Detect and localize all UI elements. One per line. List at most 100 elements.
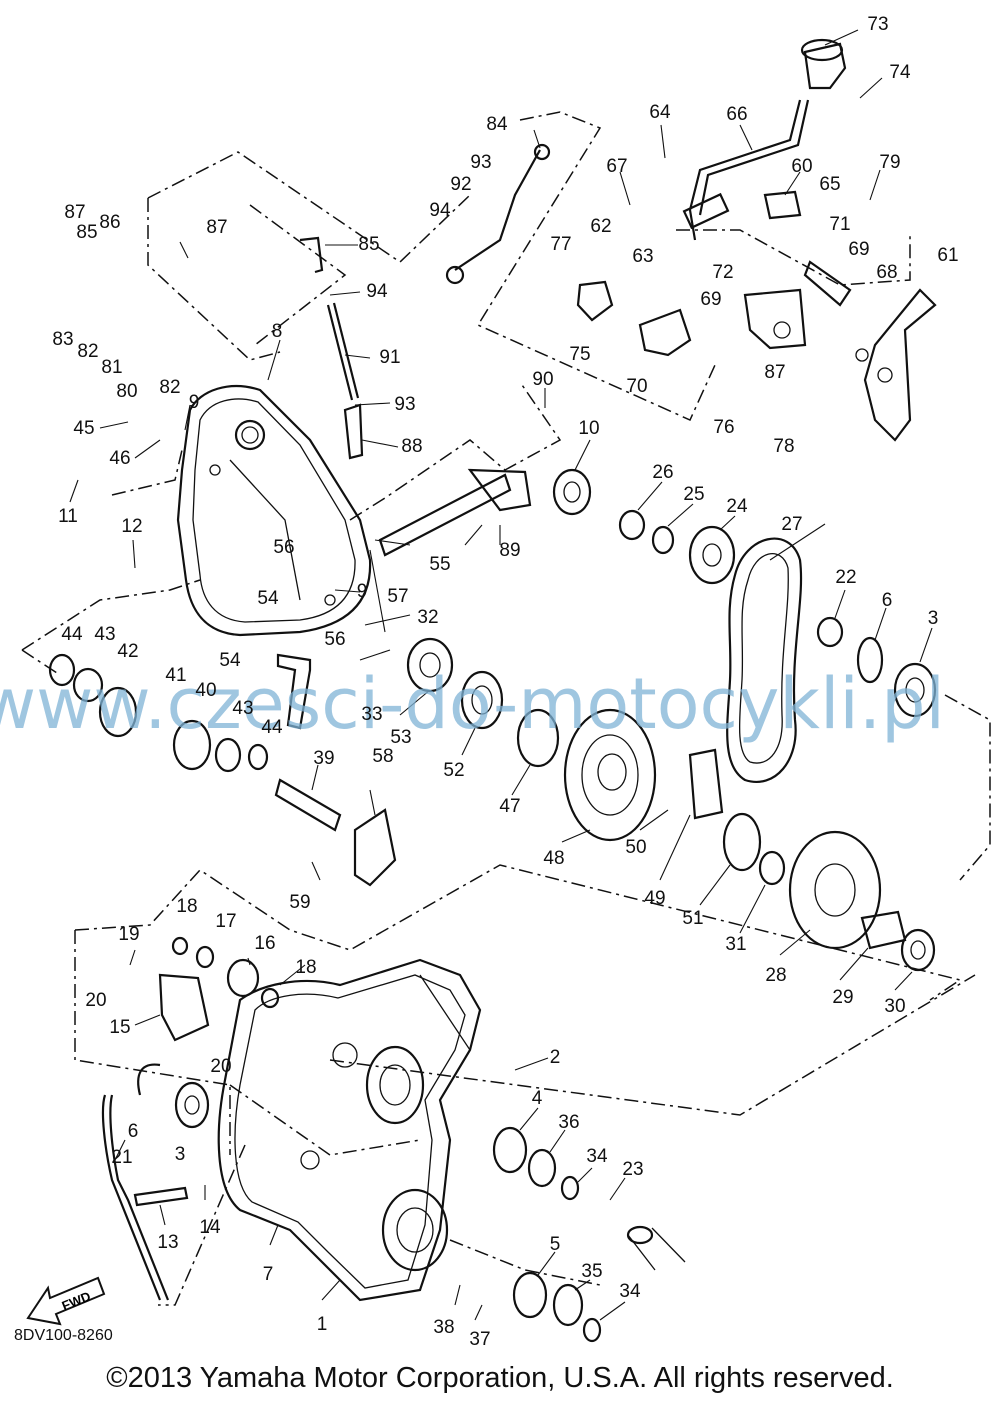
- part-number-label: 89: [499, 540, 520, 561]
- part-number-label: 87: [206, 217, 227, 238]
- part-number-label: 9: [189, 392, 200, 413]
- part-number-label: 2: [550, 1047, 561, 1068]
- part-number-label: 56: [273, 537, 294, 558]
- part-number-label: 41: [165, 665, 186, 686]
- part-number-label: 29: [832, 987, 853, 1008]
- copyright-notice: ©2013 Yamaha Motor Corporation, U.S.A. A…: [106, 1362, 894, 1394]
- part-number-label: 84: [486, 114, 508, 135]
- part-number-label: 34: [586, 1146, 608, 1167]
- part-number-label: 65: [819, 174, 840, 195]
- part-number-label: 64: [649, 102, 671, 123]
- part-number-label: 83: [52, 329, 73, 350]
- part-number-label: 3: [928, 608, 939, 629]
- part-number-label: 4: [532, 1088, 543, 1109]
- part-number-label: 27: [781, 514, 802, 535]
- part-number-label: 18: [295, 957, 316, 978]
- part-number-label: 17: [215, 911, 236, 932]
- part-number-label: 34: [619, 1281, 641, 1302]
- gear-and-bearing-parts: [48, 468, 937, 972]
- part-number-label: 87: [764, 362, 785, 383]
- part-number-label: 94: [366, 281, 388, 302]
- part-number-label: 85: [358, 234, 379, 255]
- part-number-label: 45: [73, 418, 94, 439]
- part-number-label: 10: [578, 418, 599, 439]
- part-number-label: 48: [543, 848, 564, 869]
- assembly-boundary-lines: [21, 111, 991, 1306]
- part-number-label: 69: [848, 239, 869, 260]
- part-number-label: 57: [387, 586, 408, 607]
- part-number-label: 73: [867, 14, 888, 35]
- part-number-label: 14: [199, 1217, 221, 1238]
- part-number-label: 39: [313, 748, 334, 769]
- part-number-label: 44: [61, 624, 83, 645]
- part-number-label: 69: [700, 289, 721, 310]
- part-number-label: 20: [85, 990, 106, 1011]
- crankcase-cover: [176, 385, 372, 637]
- part-number-label: 68: [876, 262, 897, 283]
- part-number-label: 1: [317, 1314, 328, 1335]
- part-number-label: 40: [195, 680, 216, 701]
- part-number-label: 91: [379, 347, 400, 368]
- part-number-label: 37: [469, 1329, 490, 1350]
- part-number-label: 50: [625, 837, 646, 858]
- part-number-label: 93: [470, 152, 491, 173]
- part-number-label: 82: [77, 341, 98, 362]
- part-number-label: 20: [210, 1056, 231, 1077]
- part-number-label: 85: [76, 222, 97, 243]
- part-number-label: 81: [101, 357, 122, 378]
- linkage-rods: [299, 143, 551, 557]
- drive-belt: [726, 537, 803, 783]
- part-number-label: 59: [289, 892, 310, 913]
- diagram-code: 8DV100-8260: [14, 1327, 113, 1344]
- part-number-label: 74: [889, 62, 911, 83]
- part-number-label: 53: [390, 727, 411, 748]
- part-number-label: 26: [652, 462, 673, 483]
- part-number-label: 52: [443, 760, 464, 781]
- part-number-label: 49: [644, 888, 665, 909]
- part-number-label: 23: [622, 1159, 643, 1180]
- part-number-label: 36: [558, 1112, 579, 1133]
- part-number-label: 3: [175, 1144, 186, 1165]
- part-number-label: 66: [726, 104, 747, 125]
- part-number-label: 28: [765, 965, 786, 986]
- part-number-label: 93: [394, 394, 415, 415]
- part-number-label: 47: [499, 796, 520, 817]
- part-number-label: 56: [324, 629, 345, 650]
- part-number-label: 54: [219, 650, 241, 671]
- part-number-label: 90: [532, 369, 553, 390]
- part-number-label: 82: [159, 377, 180, 398]
- part-number-label: 43: [94, 624, 115, 645]
- part-number-label: 88: [401, 436, 422, 457]
- part-number-label: 15: [109, 1017, 130, 1038]
- fwd-arrow-icon: FWD: [26, 1276, 106, 1326]
- part-number-label: 25: [683, 484, 704, 505]
- part-number-label: 92: [450, 174, 471, 195]
- part-number-label: 43: [232, 698, 253, 719]
- part-number-label: 46: [109, 448, 130, 469]
- part-number-label: 79: [879, 152, 900, 173]
- part-number-label: 22: [835, 567, 856, 588]
- part-number-label: 78: [773, 436, 794, 457]
- part-number-label: 24: [726, 496, 748, 517]
- part-number-label: 21: [111, 1147, 132, 1168]
- part-number-label: 80: [116, 381, 137, 402]
- part-number-label: 62: [590, 216, 611, 237]
- part-number-label: 75: [569, 344, 590, 365]
- part-number-label: 55: [429, 554, 450, 575]
- part-number-label: 54: [257, 588, 279, 609]
- part-number-label: 51: [682, 908, 703, 929]
- part-number-label: 31: [725, 934, 746, 955]
- part-number-label: 7: [263, 1264, 274, 1285]
- part-number-label: 33: [361, 704, 382, 725]
- part-number-label: 5: [550, 1234, 561, 1255]
- part-number-label: 77: [550, 234, 571, 255]
- part-number-label: 38: [433, 1317, 454, 1338]
- part-number-label: 9: [357, 581, 368, 602]
- part-number-label: 71: [829, 214, 850, 235]
- part-number-label: 16: [254, 933, 275, 954]
- part-number-label: 19: [118, 924, 139, 945]
- part-number-label: 6: [128, 1121, 139, 1142]
- part-number-label: 11: [58, 506, 78, 527]
- part-number-label: 86: [99, 212, 120, 233]
